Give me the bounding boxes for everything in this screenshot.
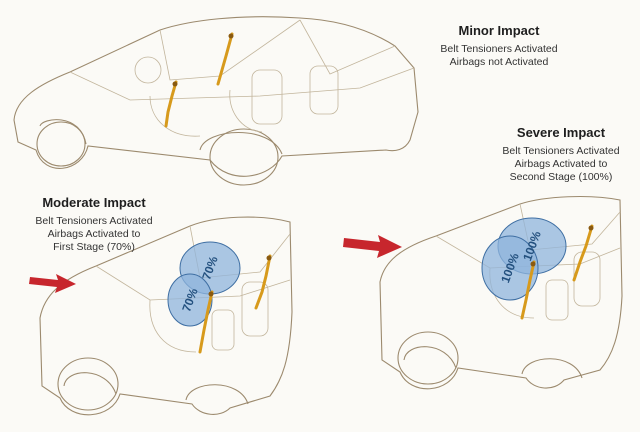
seat-belt-severe (520, 224, 594, 320)
line-minor-1: Belt Tensioners Activated (440, 43, 558, 55)
line-minor-2: Airbags not Activated (449, 56, 549, 68)
label-moderate-impact: Moderate Impact Belt Tensioners Activate… (14, 194, 174, 254)
car-severe-impact (379, 195, 623, 390)
line-moderate-1: Belt Tensioners Activated (35, 215, 153, 227)
seat-belt-minor (164, 32, 234, 128)
airbag-severe: 100% 100% (481, 217, 567, 301)
airbag-moderate: 70% 70% (167, 241, 241, 327)
title-moderate-impact: Moderate Impact (42, 195, 146, 210)
title-minor-impact: Minor Impact (458, 23, 540, 38)
car-minor-impact (13, 16, 419, 186)
impact-arrow-moderate (29, 274, 76, 293)
title-severe-impact: Severe Impact (516, 125, 606, 140)
label-minor-impact: Minor Impact Belt Tensioners Activated A… (408, 22, 590, 69)
line-severe-1: Belt Tensioners Activated (502, 145, 620, 157)
impact-arrow-severe (343, 235, 402, 258)
seat-belt-moderate (198, 254, 272, 354)
line-severe-3: Second Stage (100%) (509, 171, 613, 183)
line-severe-2: Airbags Activated to (514, 158, 608, 170)
line-moderate-2: Airbags Activated to (47, 228, 141, 240)
line-moderate-3: First Stage (70%) (53, 241, 135, 253)
label-severe-impact: Severe Impact Belt Tensioners Activated … (486, 124, 636, 184)
